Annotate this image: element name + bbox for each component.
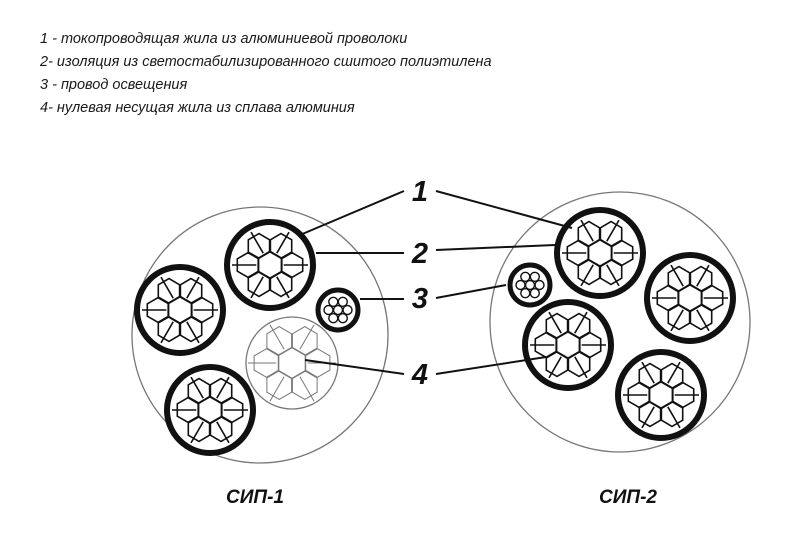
leader-2-right [435, 244, 556, 251]
callout-2: 2 [411, 238, 428, 270]
strand [253, 348, 280, 378]
legend-item-conductor: 1 - токопроводящая жила из алюминиевой п… [40, 31, 408, 47]
callout-3: 3 [412, 283, 428, 315]
leader-3-right [435, 284, 507, 299]
strand-edge [580, 219, 594, 242]
strand [599, 258, 623, 286]
lighting-strand [534, 279, 545, 291]
legend-item-lighting-wire: 3 - провод освещения [40, 77, 188, 93]
lighting-strand [529, 271, 540, 282]
leader-lines [299, 190, 573, 375]
strand [269, 232, 293, 260]
sip1-lighting-wire [315, 287, 361, 333]
sip2-cable [489, 191, 751, 453]
strand [291, 326, 318, 356]
strand [266, 326, 293, 356]
strand-edge [269, 376, 285, 402]
strand-edge [216, 376, 230, 399]
strand [266, 370, 293, 400]
leader-1-right [435, 190, 573, 229]
sip1-cable [131, 206, 389, 464]
strand [660, 400, 684, 428]
sip1-conductor-left [134, 264, 226, 356]
legend-item-neutral-carrier: 4- нулевая несущая жила из сплава алюмин… [40, 100, 355, 116]
sip2-lighting-wire [507, 262, 553, 308]
strand-edge [641, 361, 655, 384]
strand [304, 348, 331, 378]
strand [567, 312, 591, 340]
strand [667, 265, 691, 293]
strand-edge [606, 219, 620, 242]
strand [209, 377, 233, 405]
strand-edge [580, 264, 594, 287]
strand [567, 350, 591, 378]
sip1-conductor-top [224, 219, 316, 311]
strand-edge [606, 264, 620, 287]
legend-item-insulation: 2- изоляция из светостабилизированного с… [40, 54, 492, 70]
strand-edge [186, 276, 200, 299]
caption-sip2: СИП-2 [599, 487, 657, 508]
strand-edge [696, 309, 710, 332]
strand-edge [574, 311, 588, 334]
sip2-conductor-center [522, 299, 614, 391]
strand [599, 220, 623, 248]
caption-sip1: СИП-1 [226, 487, 284, 508]
strand-edge [160, 321, 174, 344]
lighting-strand [337, 296, 348, 307]
strand-edge [670, 309, 684, 332]
strand-edge [160, 276, 174, 299]
lighting-strand [323, 304, 334, 316]
sip1-conductor-bottom [164, 364, 256, 456]
strand-edge [548, 311, 562, 334]
callout-1: 1 [412, 176, 428, 208]
sip1-neutral-carrier [245, 316, 339, 410]
leader-1-left [299, 190, 405, 236]
strand-edge [186, 321, 200, 344]
strand-edge [670, 264, 684, 287]
strand-edge [190, 421, 204, 444]
leader-4-right [435, 356, 547, 375]
lighting-strand [520, 288, 531, 299]
strand [291, 370, 318, 400]
strand-edge [276, 231, 290, 254]
leader-4-left [304, 359, 405, 375]
strand [660, 362, 684, 390]
strand-edge [250, 231, 264, 254]
lighting-strand [328, 313, 339, 324]
sip2-conductor-top [554, 207, 646, 299]
strand-edge [667, 361, 681, 384]
strand-edge [299, 376, 315, 402]
strand-edge [250, 276, 264, 299]
sip2-outer-sheath [489, 191, 751, 453]
strand-edge [574, 356, 588, 379]
strand [638, 362, 662, 390]
sip2-conductor-right [644, 252, 736, 344]
strand-edge [548, 356, 562, 379]
lighting-strand [342, 304, 353, 316]
strand-edge [216, 421, 230, 444]
legend: 1 - токопроводящая жила из алюминиевой п… [40, 28, 492, 120]
strand-edge [641, 406, 655, 429]
strand-edge [190, 376, 204, 399]
sip2-conductor-bottom [615, 349, 707, 441]
lighting-wire-insulation [315, 287, 361, 333]
strand-edge [667, 406, 681, 429]
strand [179, 277, 203, 305]
sip1-outer-sheath [131, 206, 389, 464]
neutral-outline [245, 316, 339, 410]
callout-4: 4 [411, 359, 428, 391]
strand [577, 220, 601, 248]
strand [689, 265, 713, 293]
strand [689, 303, 713, 331]
strand-edge [269, 324, 285, 350]
lighting-wire-insulation [507, 262, 553, 308]
lighting-strand [515, 279, 526, 291]
strand-edge [696, 264, 710, 287]
strand-edge [299, 324, 315, 350]
strand [545, 312, 569, 340]
strand-edge [276, 276, 290, 299]
